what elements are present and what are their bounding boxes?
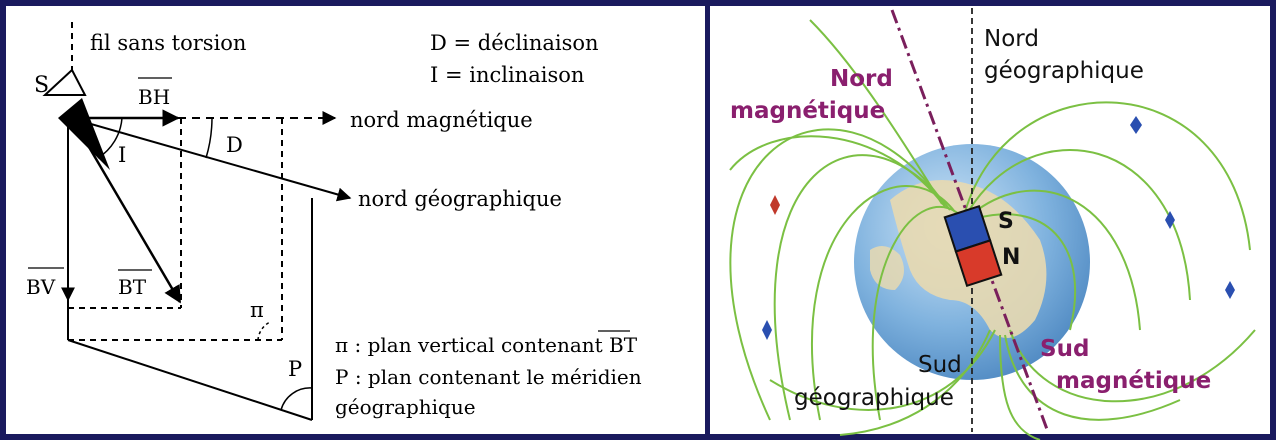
needle-north-half <box>58 98 110 170</box>
magnetic-south-word1: Sud <box>1040 336 1089 362</box>
p-definition-line2: géographique <box>335 395 476 419</box>
p-angle-arc <box>280 387 313 411</box>
magnet-north-pole <box>954 239 1003 288</box>
continent-shape-west <box>870 246 904 290</box>
field-lines <box>729 19 1256 440</box>
pi-definition: π : plan vertical contenant BT <box>335 333 638 357</box>
inclination-arc <box>97 117 123 159</box>
p-definition-line1: P : plan contenant le méridien <box>335 365 642 389</box>
geographic-north-line <box>69 117 352 202</box>
bar-magnet <box>943 204 1003 288</box>
needle-south-half <box>42 68 87 96</box>
geographic-south-word2: géographique <box>794 385 954 411</box>
magnet-n-label: N <box>1002 245 1020 270</box>
panel-divider <box>705 0 710 440</box>
p-label: P <box>288 357 302 381</box>
bt-vector <box>70 117 182 304</box>
thread-label: fil sans torsion <box>90 31 246 55</box>
inclination-angle-label: I <box>118 143 126 167</box>
declination-angle-label: D <box>226 133 243 157</box>
earth-magnetic-field-illustration: S N Nord magnétique Nord géographique Su… <box>729 8 1256 440</box>
declination-arc <box>205 117 213 159</box>
magnetic-north-word2: magnétique <box>730 98 885 124</box>
bt-label: BT <box>118 275 147 299</box>
magnetic-north-label: nord magnétique <box>350 108 533 132</box>
d-definition: D = déclinaison <box>430 31 599 55</box>
magnetic-north-word1: Nord <box>830 66 893 92</box>
magnet-s-label: S <box>998 209 1014 234</box>
pi-label: π <box>250 298 264 322</box>
geographic-north-label: nord géographique <box>358 187 562 211</box>
geographic-north-word1: Nord <box>984 26 1039 52</box>
needle-s-label: S <box>34 73 49 98</box>
magnetic-south-word2: magnétique <box>1056 368 1211 394</box>
p-plane-bottom <box>67 339 313 421</box>
i-definition: I = inclinaison <box>430 63 584 87</box>
pi-angle-arc <box>257 321 271 341</box>
geographic-north-word2: géographique <box>984 58 1144 84</box>
field-compasses <box>762 116 1235 340</box>
bh-label: BH <box>138 85 170 109</box>
bv-label: BV <box>26 275 56 299</box>
geographic-south-word1: Sud <box>918 352 962 378</box>
geomagnetic-vector-diagram: fil sans torsion S D = déclinaison I = i… <box>26 22 642 421</box>
